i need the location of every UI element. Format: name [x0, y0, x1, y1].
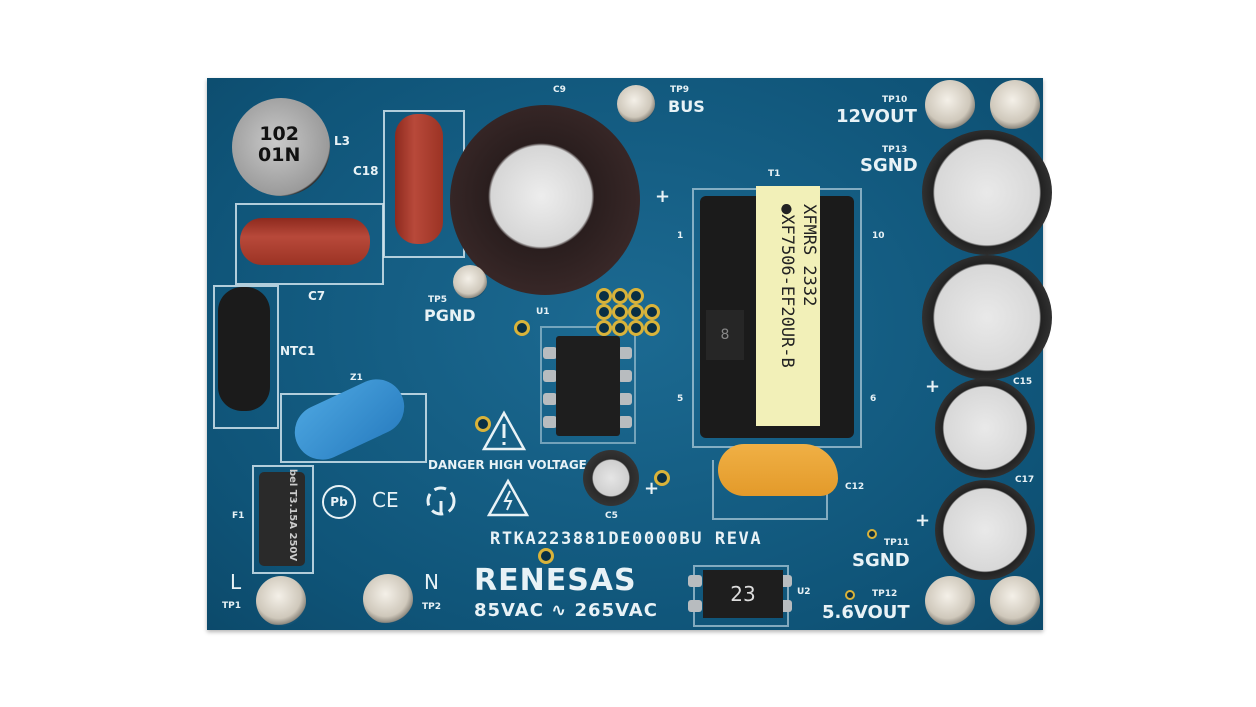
label-t1-pin1: 1: [677, 231, 684, 241]
pb-text: Pb: [330, 495, 348, 509]
label-t1-pin6: 6: [870, 394, 877, 404]
warning-triangle-icon: [481, 410, 527, 451]
label-tp10: TP10: [882, 95, 908, 105]
label-z1: Z1: [350, 373, 363, 383]
test-point-tp9[interactable]: [617, 85, 655, 123]
label-c12: C12: [845, 482, 865, 492]
label-ntc1: NTC1: [280, 344, 316, 358]
capacitor-output-2: [922, 255, 1052, 380]
label-tp1: TP1: [222, 601, 241, 611]
plus-mark: +: [644, 478, 660, 499]
fuse-marking: bel T3.15A 250V: [287, 468, 299, 562]
capacitor-c9: [450, 105, 640, 295]
label-c5: C5: [605, 511, 618, 521]
label-5-6vout: 5.6VOUT: [822, 602, 910, 623]
capacitor-c7: [240, 218, 370, 265]
marking-line: 01N: [258, 144, 301, 166]
label-l: L: [230, 570, 242, 594]
danger-text: DANGER HIGH VOLTAGE: [428, 458, 587, 472]
test-point-tp12[interactable]: [925, 576, 975, 626]
capacitor-c17: [935, 480, 1035, 580]
label-sgnd-bottom: SGND: [852, 550, 910, 571]
capacitor-output-1: [922, 130, 1052, 255]
label-n: N: [424, 570, 439, 594]
label-sgnd-top: SGND: [860, 155, 918, 176]
test-point-tp1-l[interactable]: [256, 576, 306, 626]
test-point-tp2-n[interactable]: [363, 574, 413, 624]
label-c15: C15: [1013, 377, 1033, 387]
label-t1-pin5: 5: [677, 394, 684, 404]
capacitor-c18: [395, 114, 443, 244]
label-c7: C7: [308, 289, 326, 303]
output-post-5v6[interactable]: [990, 576, 1040, 626]
label-l3: L3: [334, 134, 350, 148]
label-c18: C18: [353, 164, 379, 178]
label-u1: U1: [536, 307, 550, 317]
marking-line: 102: [259, 123, 299, 145]
ce-mark-icon: CE: [372, 488, 399, 512]
label-t1-pin10: 10: [872, 231, 885, 241]
esd-icon: [426, 486, 456, 516]
capacitor-c12: [718, 444, 838, 496]
u2-marking: 23: [730, 582, 756, 606]
label-tp5: TP5: [428, 295, 447, 305]
u1-outline: [540, 326, 636, 444]
plus-mark: +: [915, 510, 931, 531]
capacitor-c15: [935, 378, 1035, 478]
fuse-rating: T3.15A 250V: [287, 489, 299, 562]
lead-free-icon: Pb: [322, 485, 356, 519]
plus-mark: +: [925, 376, 941, 397]
capacitor-c5: [583, 450, 639, 506]
fuse-brand: bel: [287, 468, 299, 487]
c7-outline: [235, 203, 384, 285]
label-tp2: TP2: [422, 602, 441, 612]
ntc1-outline: [213, 285, 279, 429]
transformer-label-text: XFMRS 2332●XF7506-EF20UR-B: [756, 186, 820, 426]
fuse-f1: [259, 472, 305, 566]
transformer-label: [756, 186, 820, 426]
label-tp11: TP11: [884, 538, 910, 548]
transformer-bobbin: 8: [706, 310, 744, 360]
label-c17: C17: [1015, 475, 1035, 485]
part-number: RTKA223881DE0000BU REVA: [490, 529, 763, 549]
test-point-tp5[interactable]: [453, 265, 487, 299]
label-tp13: TP13: [882, 145, 908, 155]
label-pgnd: PGND: [424, 306, 476, 325]
thermistor-ntc1: [218, 287, 270, 411]
input-range: 85VAC ∿ 265VAC: [474, 600, 658, 621]
label-c9: C9: [553, 85, 566, 95]
label-12vout: 12VOUT: [836, 106, 917, 127]
test-point-tp10[interactable]: [925, 80, 975, 130]
ic-u1: [556, 336, 620, 436]
u2-outline: [693, 565, 789, 627]
xfmr-line-2: ●XF7506-EF20UR-B: [777, 204, 797, 368]
label-t1: T1: [768, 169, 781, 179]
label-tp9: TP9: [670, 85, 689, 95]
label-tp12: TP12: [872, 589, 898, 599]
renesas-logo: RENESAS: [474, 563, 637, 598]
output-post-12v[interactable]: [990, 80, 1040, 130]
optocoupler-u2: 23: [703, 570, 783, 618]
high-voltage-icon: [486, 478, 530, 517]
label-u2: U2: [797, 587, 811, 597]
f1-outline: [252, 465, 314, 574]
label-f1: F1: [232, 511, 245, 521]
xfmr-line-1: XFMRS 2332: [799, 204, 819, 307]
inductor-l3: [232, 98, 330, 196]
plus-mark: +: [655, 186, 671, 207]
bobbin-number: 8: [720, 327, 730, 343]
label-bus: BUS: [668, 97, 705, 116]
